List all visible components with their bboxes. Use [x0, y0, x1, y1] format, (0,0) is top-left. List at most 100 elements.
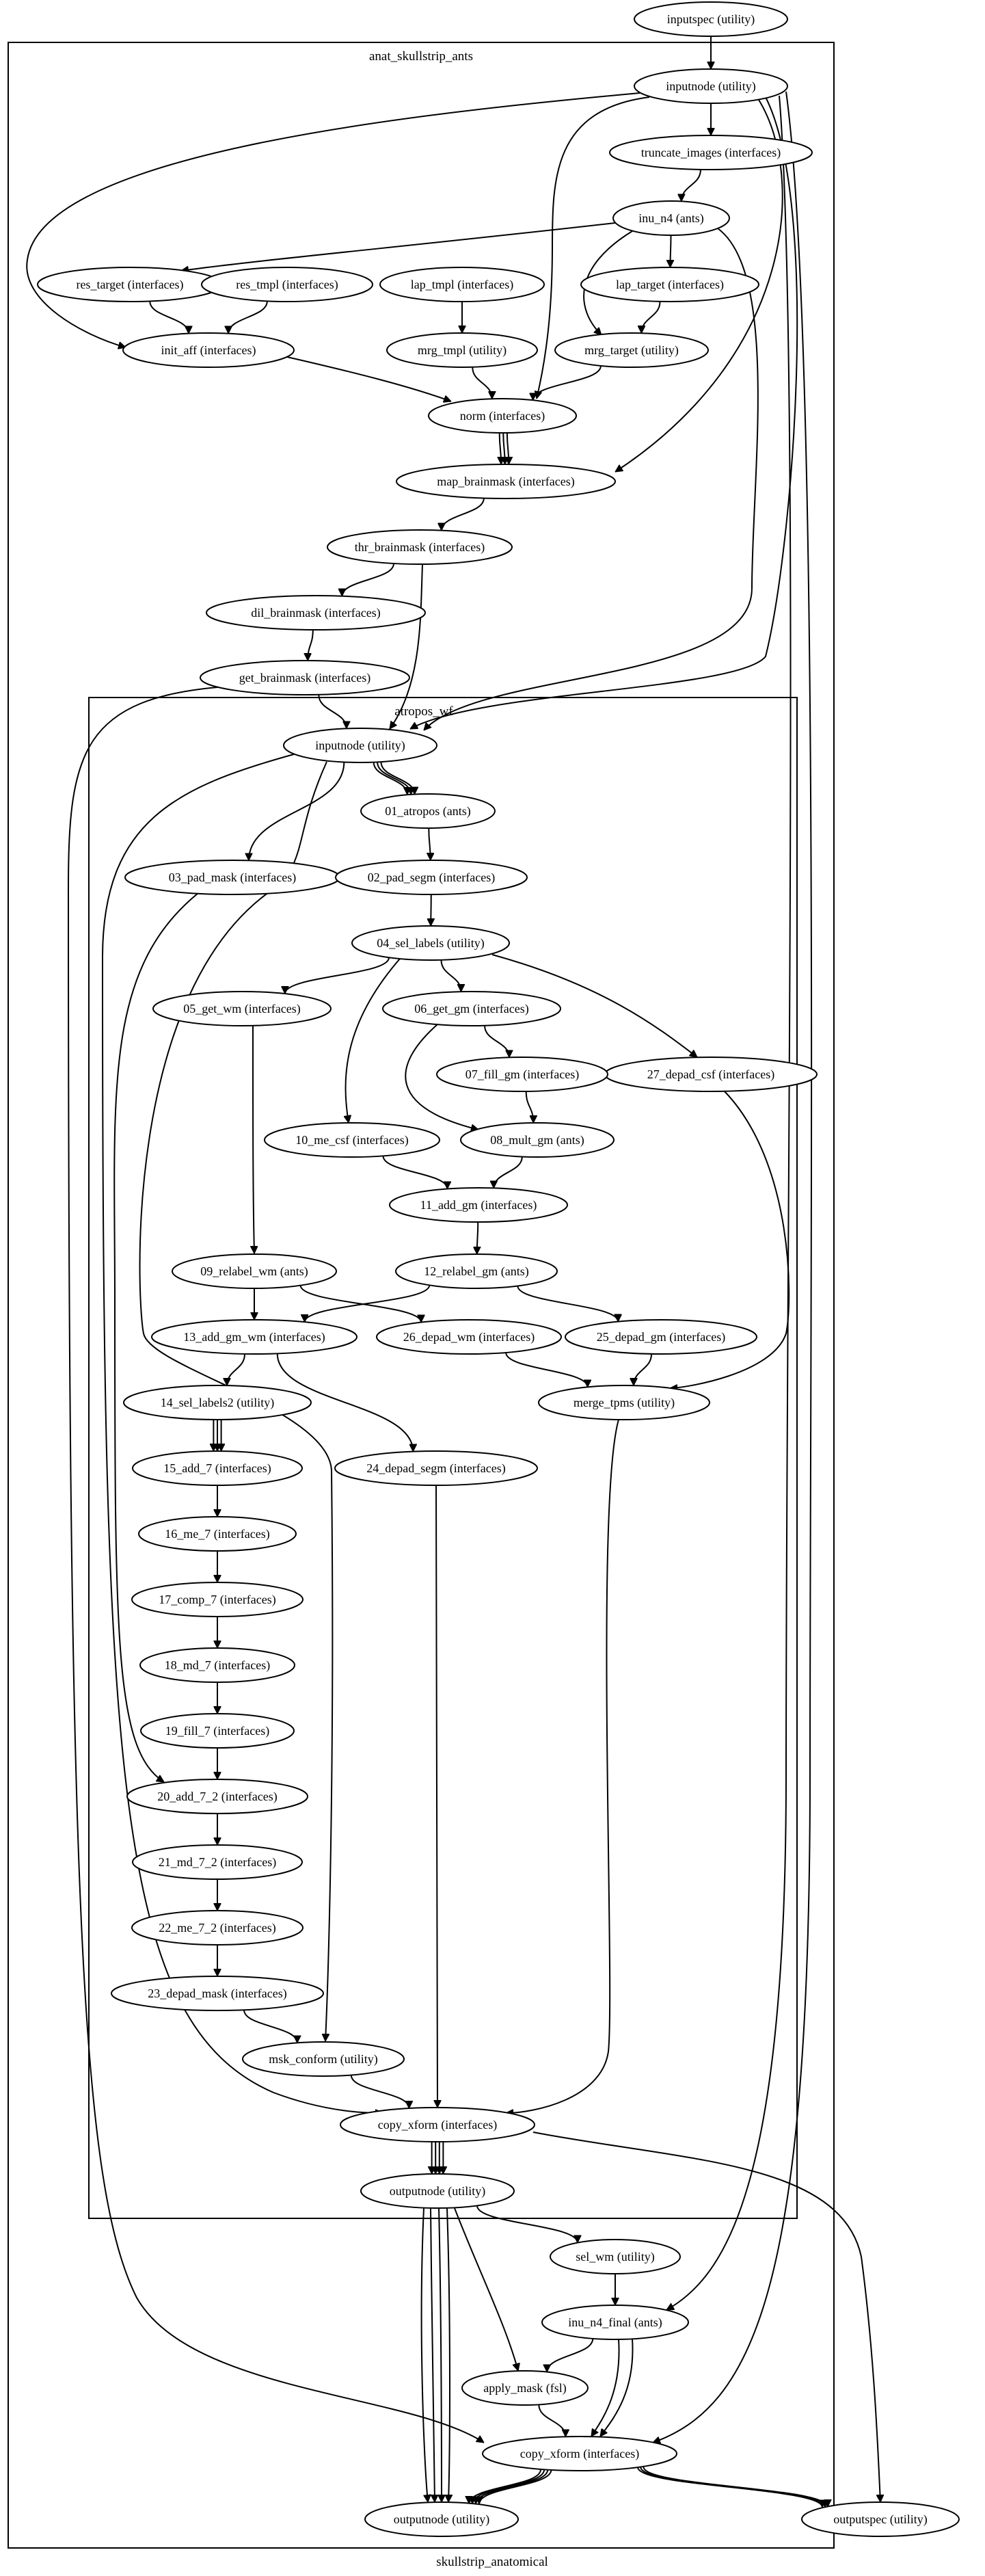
- edge-a_inputnode-to-a_copy-29: [101, 754, 383, 2113]
- node-a_03[interactable]: 03_pad_mask (interfaces): [124, 860, 340, 895]
- node-a_11[interactable]: 11_add_gm (interfaces): [389, 1187, 568, 1223]
- node-ellipse: [634, 68, 788, 104]
- node-n_outputnode[interactable]: outputnode (utility): [364, 2501, 519, 2537]
- cluster-anat-box: [8, 42, 835, 2549]
- node-ellipse: [132, 1450, 303, 1486]
- node-ellipse: [151, 1319, 357, 1355]
- node-n_inputnode[interactable]: inputnode (utility): [634, 68, 788, 104]
- node-label: 24_depad_segm (interfaces): [366, 1461, 505, 1476]
- node-label: 15_add_7 (interfaces): [163, 1461, 271, 1476]
- node-ellipse: [386, 332, 538, 368]
- edge-a_06-to-a_08-40: [405, 1024, 478, 1130]
- edge-a_27-to-a_merge-41: [670, 1091, 790, 1388]
- node-label: 09_relabel_wm (ants): [200, 1264, 308, 1279]
- edge-n_inputnode-to-n_norm-3: [537, 96, 650, 399]
- node-n_lap_target[interactable]: lap_target (interfaces): [580, 267, 759, 302]
- node-a_inputnode[interactable]: inputnode (utility): [283, 728, 437, 763]
- node-ellipse: [335, 860, 528, 895]
- node-n_thr_brainmask[interactable]: thr_brainmask (interfaces): [327, 529, 513, 565]
- node-n_norm[interactable]: norm (interfaces): [428, 398, 577, 434]
- node-a_27[interactable]: 27_depad_csf (interfaces): [604, 1057, 818, 1092]
- node-a_13[interactable]: 13_add_gm_wm (interfaces): [151, 1319, 357, 1355]
- node-ellipse: [612, 200, 730, 236]
- node-label: mrg_tmpl (utility): [418, 343, 507, 358]
- edge-a_07-to-a_08-42-0: [525, 1091, 534, 1123]
- node-ellipse: [395, 1253, 558, 1289]
- node-n_dil_brainmask[interactable]: dil_brainmask (interfaces): [206, 595, 426, 630]
- node-a_23[interactable]: 23_depad_mask (interfaces): [111, 1976, 324, 2011]
- node-a_12[interactable]: 12_relabel_gm (ants): [395, 1253, 558, 1289]
- node-label: 08_mult_gm (ants): [490, 1133, 584, 1147]
- node-label: 11_add_gm (interfaces): [420, 1198, 537, 1212]
- node-a_17[interactable]: 17_comp_7 (interfaces): [131, 1582, 303, 1617]
- node-ellipse: [379, 267, 545, 302]
- node-a_21[interactable]: 21_md_7_2 (interfaces): [132, 1844, 303, 1880]
- edge-n_truncate-to-n_inu_n4-8-0: [682, 169, 701, 202]
- node-a_outputnode[interactable]: outputnode (utility): [360, 2173, 515, 2209]
- node-n_sel_wm[interactable]: sel_wm (utility): [550, 2239, 681, 2274]
- node-a_merge[interactable]: merge_tpms (utility): [538, 1385, 710, 1420]
- edge-a_outputnode-to-n_apply_mask-70: [454, 2207, 518, 2371]
- node-a_25[interactable]: 25_depad_gm (interfaces): [565, 1319, 757, 1355]
- node-a_16[interactable]: 16_me_7 (interfaces): [138, 1516, 297, 1552]
- node-a_26[interactable]: 26_depad_wm (interfaces): [376, 1319, 562, 1355]
- edge-n_copy_xform-to-n_outputspec-81-2: [643, 2466, 827, 2508]
- node-n_inu_final[interactable]: inu_n4_final (ants): [541, 2305, 689, 2340]
- edge-a_08-to-a_11-44-0: [494, 1156, 523, 1189]
- node-label: outputspec (utility): [833, 2512, 927, 2527]
- node-label: 01_atropos (ants): [385, 804, 470, 819]
- node-a_24[interactable]: 24_depad_segm (interfaces): [334, 1450, 538, 1486]
- node-ellipse: [340, 2107, 535, 2142]
- node-n_mrg_tmpl[interactable]: mrg_tmpl (utility): [386, 332, 538, 368]
- node-ellipse: [131, 1582, 303, 1617]
- node-a_14[interactable]: 14_sel_labels2 (utility): [123, 1385, 312, 1420]
- node-a_15[interactable]: 15_add_7 (interfaces): [132, 1450, 303, 1486]
- node-ellipse: [580, 267, 759, 302]
- node-n_res_target[interactable]: res_target (interfaces): [37, 267, 223, 302]
- node-a_19[interactable]: 19_fill_7 (interfaces): [140, 1713, 295, 1749]
- node-ellipse: [200, 660, 410, 695]
- node-a_07[interactable]: 07_fill_gm (interfaces): [436, 1057, 608, 1092]
- node-a_18[interactable]: 18_md_7 (interfaces): [139, 1647, 295, 1683]
- node-a_20[interactable]: 20_add_7_2 (interfaces): [126, 1779, 308, 1814]
- node-label: norm (interfaces): [460, 409, 545, 423]
- node-label: 16_me_7 (interfaces): [165, 1527, 269, 1541]
- node-n_outputspec[interactable]: outputspec (utility): [801, 2501, 960, 2537]
- node-a_01[interactable]: 01_atropos (ants): [360, 793, 496, 829]
- node-n_lap_tmpl[interactable]: lap_tmpl (interfaces): [379, 267, 545, 302]
- edge-n_apply_mask-to-n_copy_xform-79-0: [538, 2404, 565, 2437]
- edge-n_norm-to-n_map_brainmask-20-0: [500, 432, 501, 464]
- edge-n_inu_final-to-n_copy_xform-77: [591, 2339, 620, 2436]
- node-a_09[interactable]: 09_relabel_wm (ants): [172, 1253, 337, 1289]
- node-n_truncate[interactable]: truncate_images (interfaces): [609, 135, 813, 170]
- node-a_22[interactable]: 22_me_7_2 (interfaces): [131, 1910, 303, 1946]
- node-ellipse: [436, 1057, 608, 1092]
- node-n_map_brainmask[interactable]: map_brainmask (interfaces): [396, 464, 616, 499]
- node-a_msk[interactable]: msk_conform (utility): [242, 2041, 405, 2077]
- node-a_copy[interactable]: copy_xform (interfaces): [340, 2107, 535, 2142]
- node-label: 03_pad_mask (interfaces): [169, 871, 296, 885]
- node-n_inu_n4[interactable]: inu_n4 (ants): [612, 200, 730, 236]
- node-a_02[interactable]: 02_pad_segm (interfaces): [335, 860, 528, 895]
- node-ellipse: [201, 267, 373, 302]
- node-a_06[interactable]: 06_get_gm (interfaces): [382, 991, 561, 1026]
- node-label: 04_sel_labels (utility): [377, 936, 484, 951]
- node-n_res_tmpl[interactable]: res_tmpl (interfaces): [201, 267, 373, 302]
- node-n_inputspec[interactable]: inputspec (utility): [634, 1, 788, 37]
- node-a_05[interactable]: 05_get_wm (interfaces): [152, 991, 332, 1026]
- node-n_get_brainmask[interactable]: get_brainmask (interfaces): [200, 660, 410, 695]
- node-ellipse: [364, 2501, 519, 2537]
- node-a_04[interactable]: 04_sel_labels (utility): [351, 925, 510, 961]
- node-a_10[interactable]: 10_me_csf (interfaces): [264, 1122, 440, 1158]
- edge-n_thr_brainmask-to-n_dil_brainmask-22-0: [342, 563, 395, 596]
- edge-a_05-to-a_09-38: [253, 1025, 254, 1253]
- node-a_08[interactable]: 08_mult_gm (ants): [460, 1122, 615, 1158]
- node-n_init_aff[interactable]: init_aff (interfaces): [122, 332, 295, 368]
- node-n_mrg_target[interactable]: mrg_target (utility): [554, 332, 709, 368]
- node-ellipse: [634, 1, 788, 37]
- node-n_copy_xform[interactable]: copy_xform (interfaces): [482, 2436, 677, 2471]
- node-n_apply_mask[interactable]: apply_mask (fsl): [461, 2370, 589, 2406]
- node-ellipse: [609, 135, 813, 170]
- node-label: 26_depad_wm (interfaces): [403, 1330, 535, 1344]
